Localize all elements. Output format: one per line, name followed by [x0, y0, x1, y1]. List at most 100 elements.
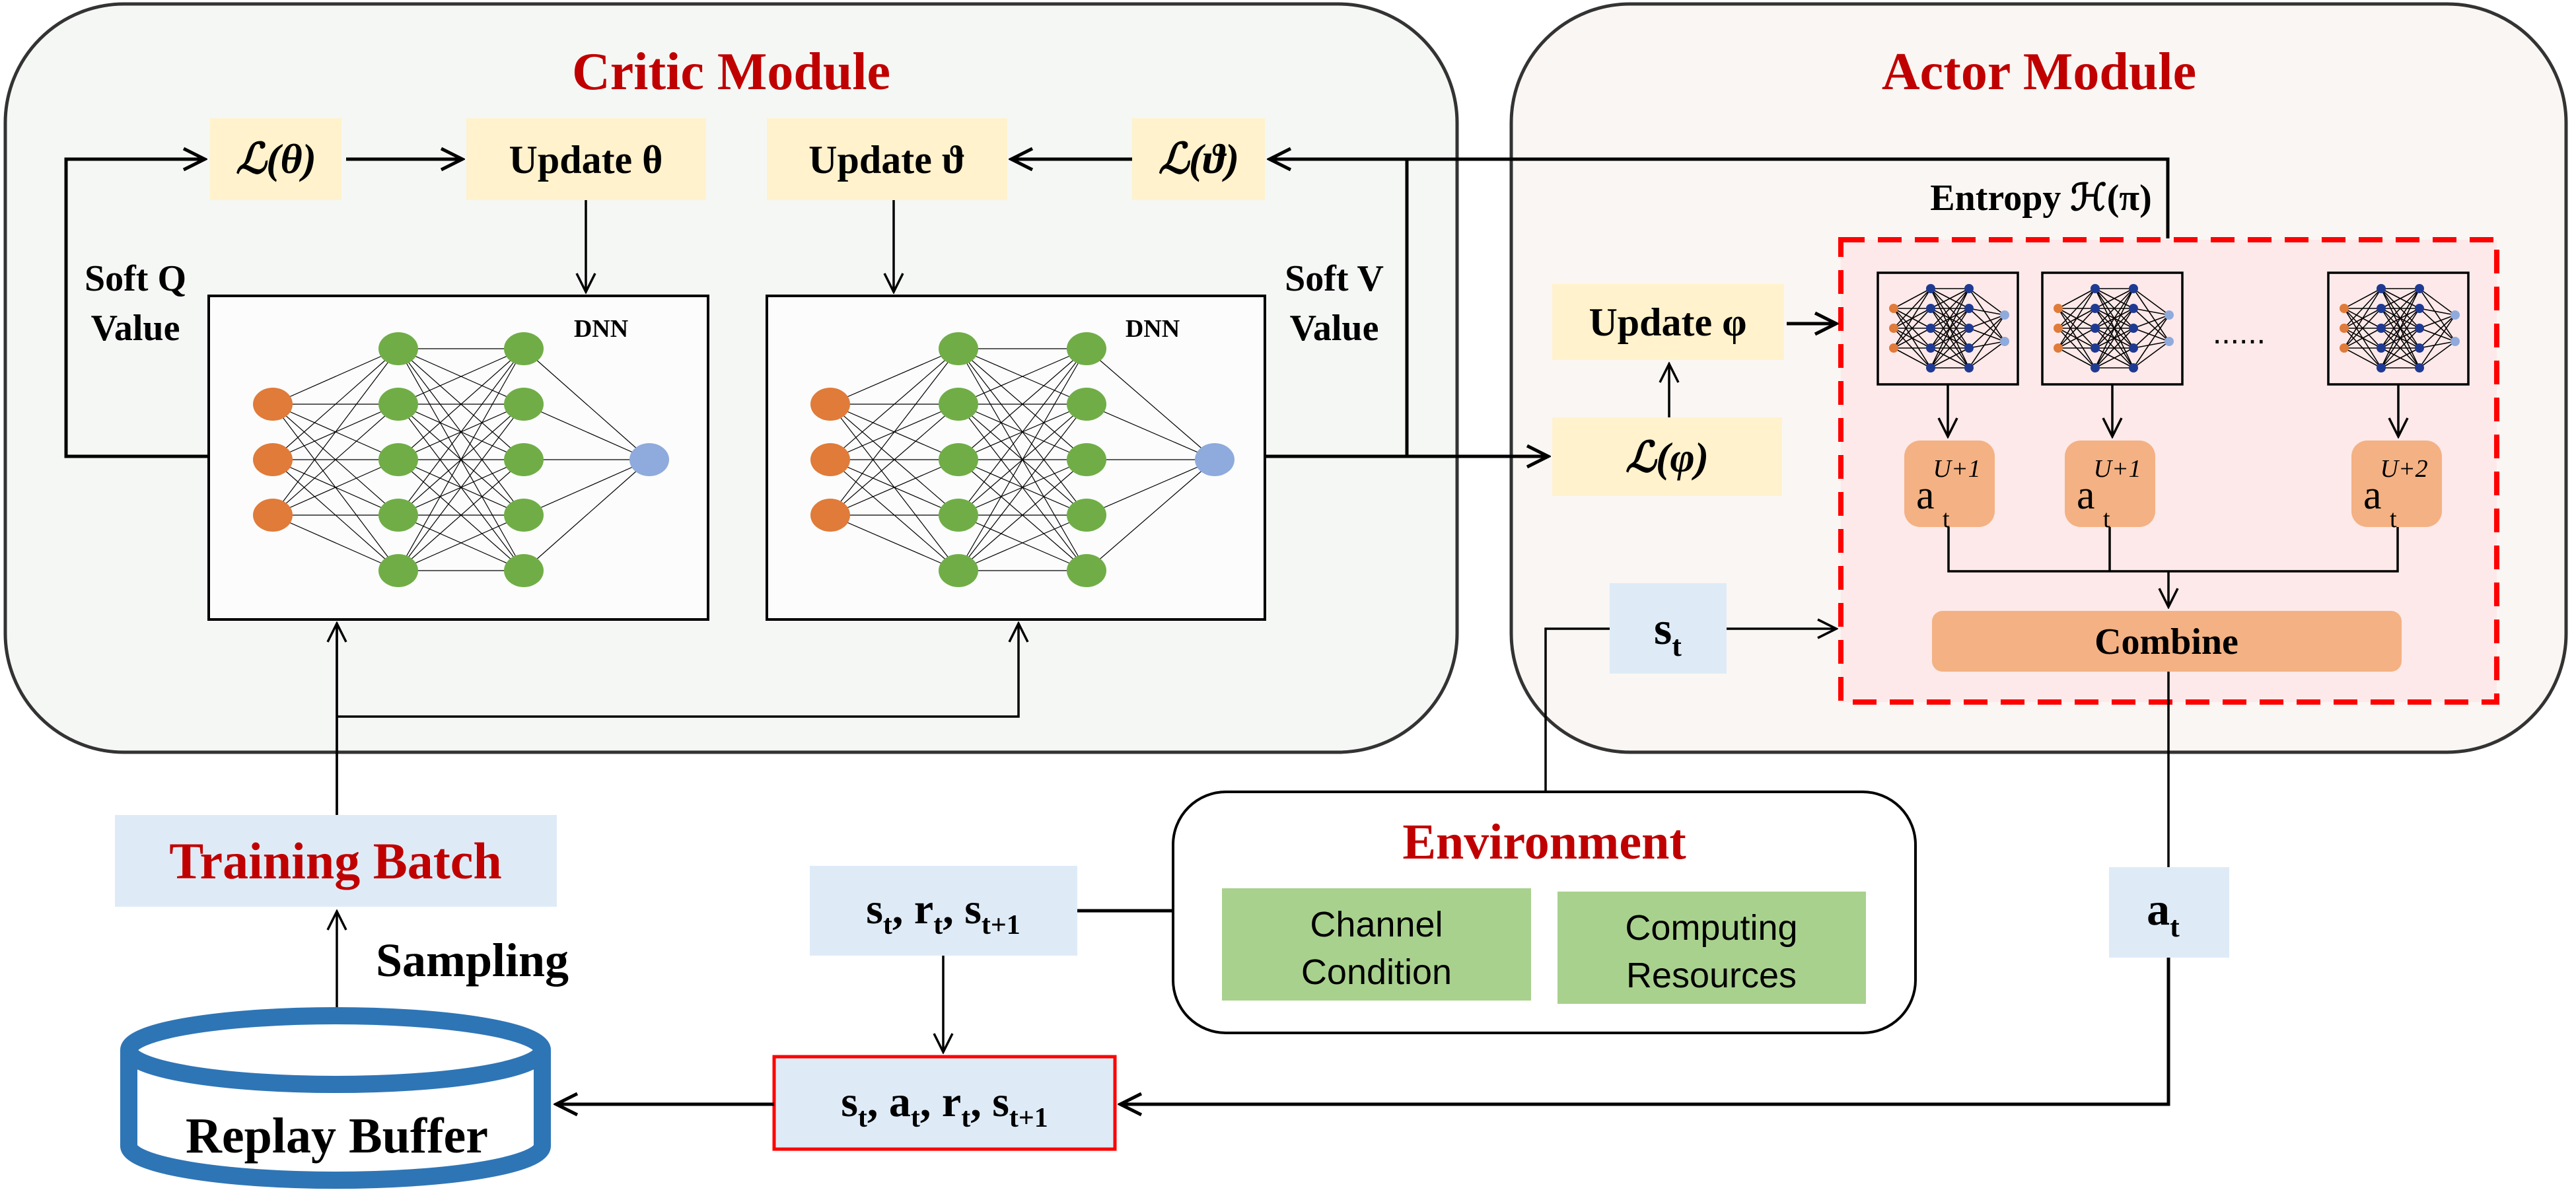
network-edge	[2094, 328, 2134, 369]
network-node	[253, 388, 293, 421]
svg-text:Condition: Condition	[1301, 952, 1452, 992]
critic-module-title: Critic Module	[572, 43, 890, 101]
soft-q-label: Soft Q	[85, 258, 186, 299]
network-edge	[523, 459, 650, 571]
network-edge	[523, 348, 650, 460]
svg-text:Update φ: Update φ	[1589, 300, 1746, 344]
network-node	[2054, 324, 2063, 333]
network-edge	[2133, 314, 2170, 329]
svg-text:Resources: Resources	[1626, 956, 1797, 995]
network-edge	[2057, 288, 2096, 329]
network-node	[2091, 363, 2100, 372]
network-edge	[2057, 347, 2096, 369]
network-node	[1964, 284, 1974, 293]
svg-text:DNN: DNN	[1126, 315, 1180, 343]
network-node	[504, 443, 544, 476]
network-edge	[2133, 288, 2170, 342]
network-node	[2340, 304, 2349, 313]
svg-text:aU+1t: aU+1t	[2077, 455, 2141, 533]
network-edge	[272, 348, 399, 460]
network-node	[2415, 324, 2424, 333]
network-edge	[2343, 288, 2382, 349]
network-edge	[2133, 341, 2170, 349]
network-node	[2054, 343, 2063, 353]
network-node	[253, 499, 293, 532]
network-node	[2340, 343, 2349, 353]
network-edge	[272, 514, 399, 571]
network-node	[810, 443, 850, 476]
network-edge	[2343, 308, 2382, 349]
network-edge	[1893, 288, 1931, 309]
network-node	[378, 554, 418, 587]
network-node	[2415, 304, 2424, 313]
network-edge	[1968, 314, 2005, 349]
network-edge	[1968, 308, 2005, 342]
replay-buffer-cylinder: Replay Buffer	[120, 1007, 551, 1189]
svg-text:st: st	[1654, 604, 1682, 662]
network-edge	[2380, 288, 2420, 329]
network-edge	[272, 459, 399, 516]
network-node	[1067, 499, 1106, 532]
svg-text:ℒ(θ): ℒ(θ)	[236, 135, 316, 182]
update-phi-box: Update φ	[1552, 284, 1784, 360]
network-edge	[398, 404, 524, 571]
svg-text:DNN: DNN	[574, 315, 628, 343]
env-to-state-line	[1544, 627, 1610, 792]
network-node	[629, 443, 669, 476]
network-node	[2000, 337, 2009, 346]
network-edge	[2094, 288, 2134, 329]
network-node	[1964, 363, 1974, 372]
network-node	[504, 332, 544, 365]
network-edge	[2094, 308, 2134, 369]
loss-theta-box: ℒ(θ)	[210, 118, 341, 200]
policy-network-n	[2327, 271, 2470, 386]
network-edge	[2133, 314, 2170, 349]
network-edge	[830, 348, 959, 460]
network-edge	[2419, 308, 2456, 316]
network-node	[504, 388, 544, 421]
network-node	[2451, 337, 2460, 346]
network-node	[2451, 310, 2460, 320]
network-edge	[2419, 314, 2456, 329]
entropy-label: Entropy ℋ(π)	[1930, 178, 2151, 219]
network-edge	[1086, 459, 1215, 516]
network-node	[2415, 363, 2424, 372]
network-node	[2091, 304, 2100, 313]
network-node	[2091, 343, 2100, 353]
network-edge	[2133, 328, 2170, 342]
network-edge	[2133, 288, 2170, 316]
computing-resources-box: Computing Resources	[1557, 892, 1866, 1004]
network-edge	[1893, 288, 1931, 349]
policy-network-2	[2041, 271, 2184, 386]
network-node	[2377, 363, 2386, 372]
action-to-transition-arrow	[1120, 958, 2170, 1104]
network-edge	[272, 348, 399, 405]
network-edge	[1930, 288, 1970, 349]
network-edge	[1086, 459, 1215, 571]
network-edge	[830, 404, 959, 516]
sars-box: st, at, rt, st+1	[772, 1055, 1117, 1151]
network-edge	[2094, 288, 2134, 369]
network-edge	[1086, 404, 1215, 460]
policy-ellipsis: ......	[2213, 316, 2266, 351]
actor-module-title: Actor Module	[1882, 43, 2196, 101]
network-node	[810, 499, 850, 532]
network-edge	[2094, 347, 2134, 369]
network-node	[2091, 324, 2100, 333]
network-edge	[398, 459, 524, 571]
action-output-box: at	[2109, 867, 2229, 958]
network-edge	[1968, 314, 2005, 329]
network-edge	[2419, 341, 2456, 369]
soft-q-feedback-arrow	[64, 159, 209, 458]
network-node	[1067, 443, 1106, 476]
network-node	[2415, 343, 2424, 353]
network-node	[1926, 284, 1935, 293]
network-edge	[2057, 308, 2096, 349]
network-node	[2129, 324, 2138, 333]
network-edge	[2419, 288, 2456, 342]
network-edge	[398, 348, 524, 516]
channel-condition-box: Channel Condition	[1222, 888, 1531, 1001]
svg-text:ℒ(ϑ): ℒ(ϑ)	[1159, 135, 1239, 182]
